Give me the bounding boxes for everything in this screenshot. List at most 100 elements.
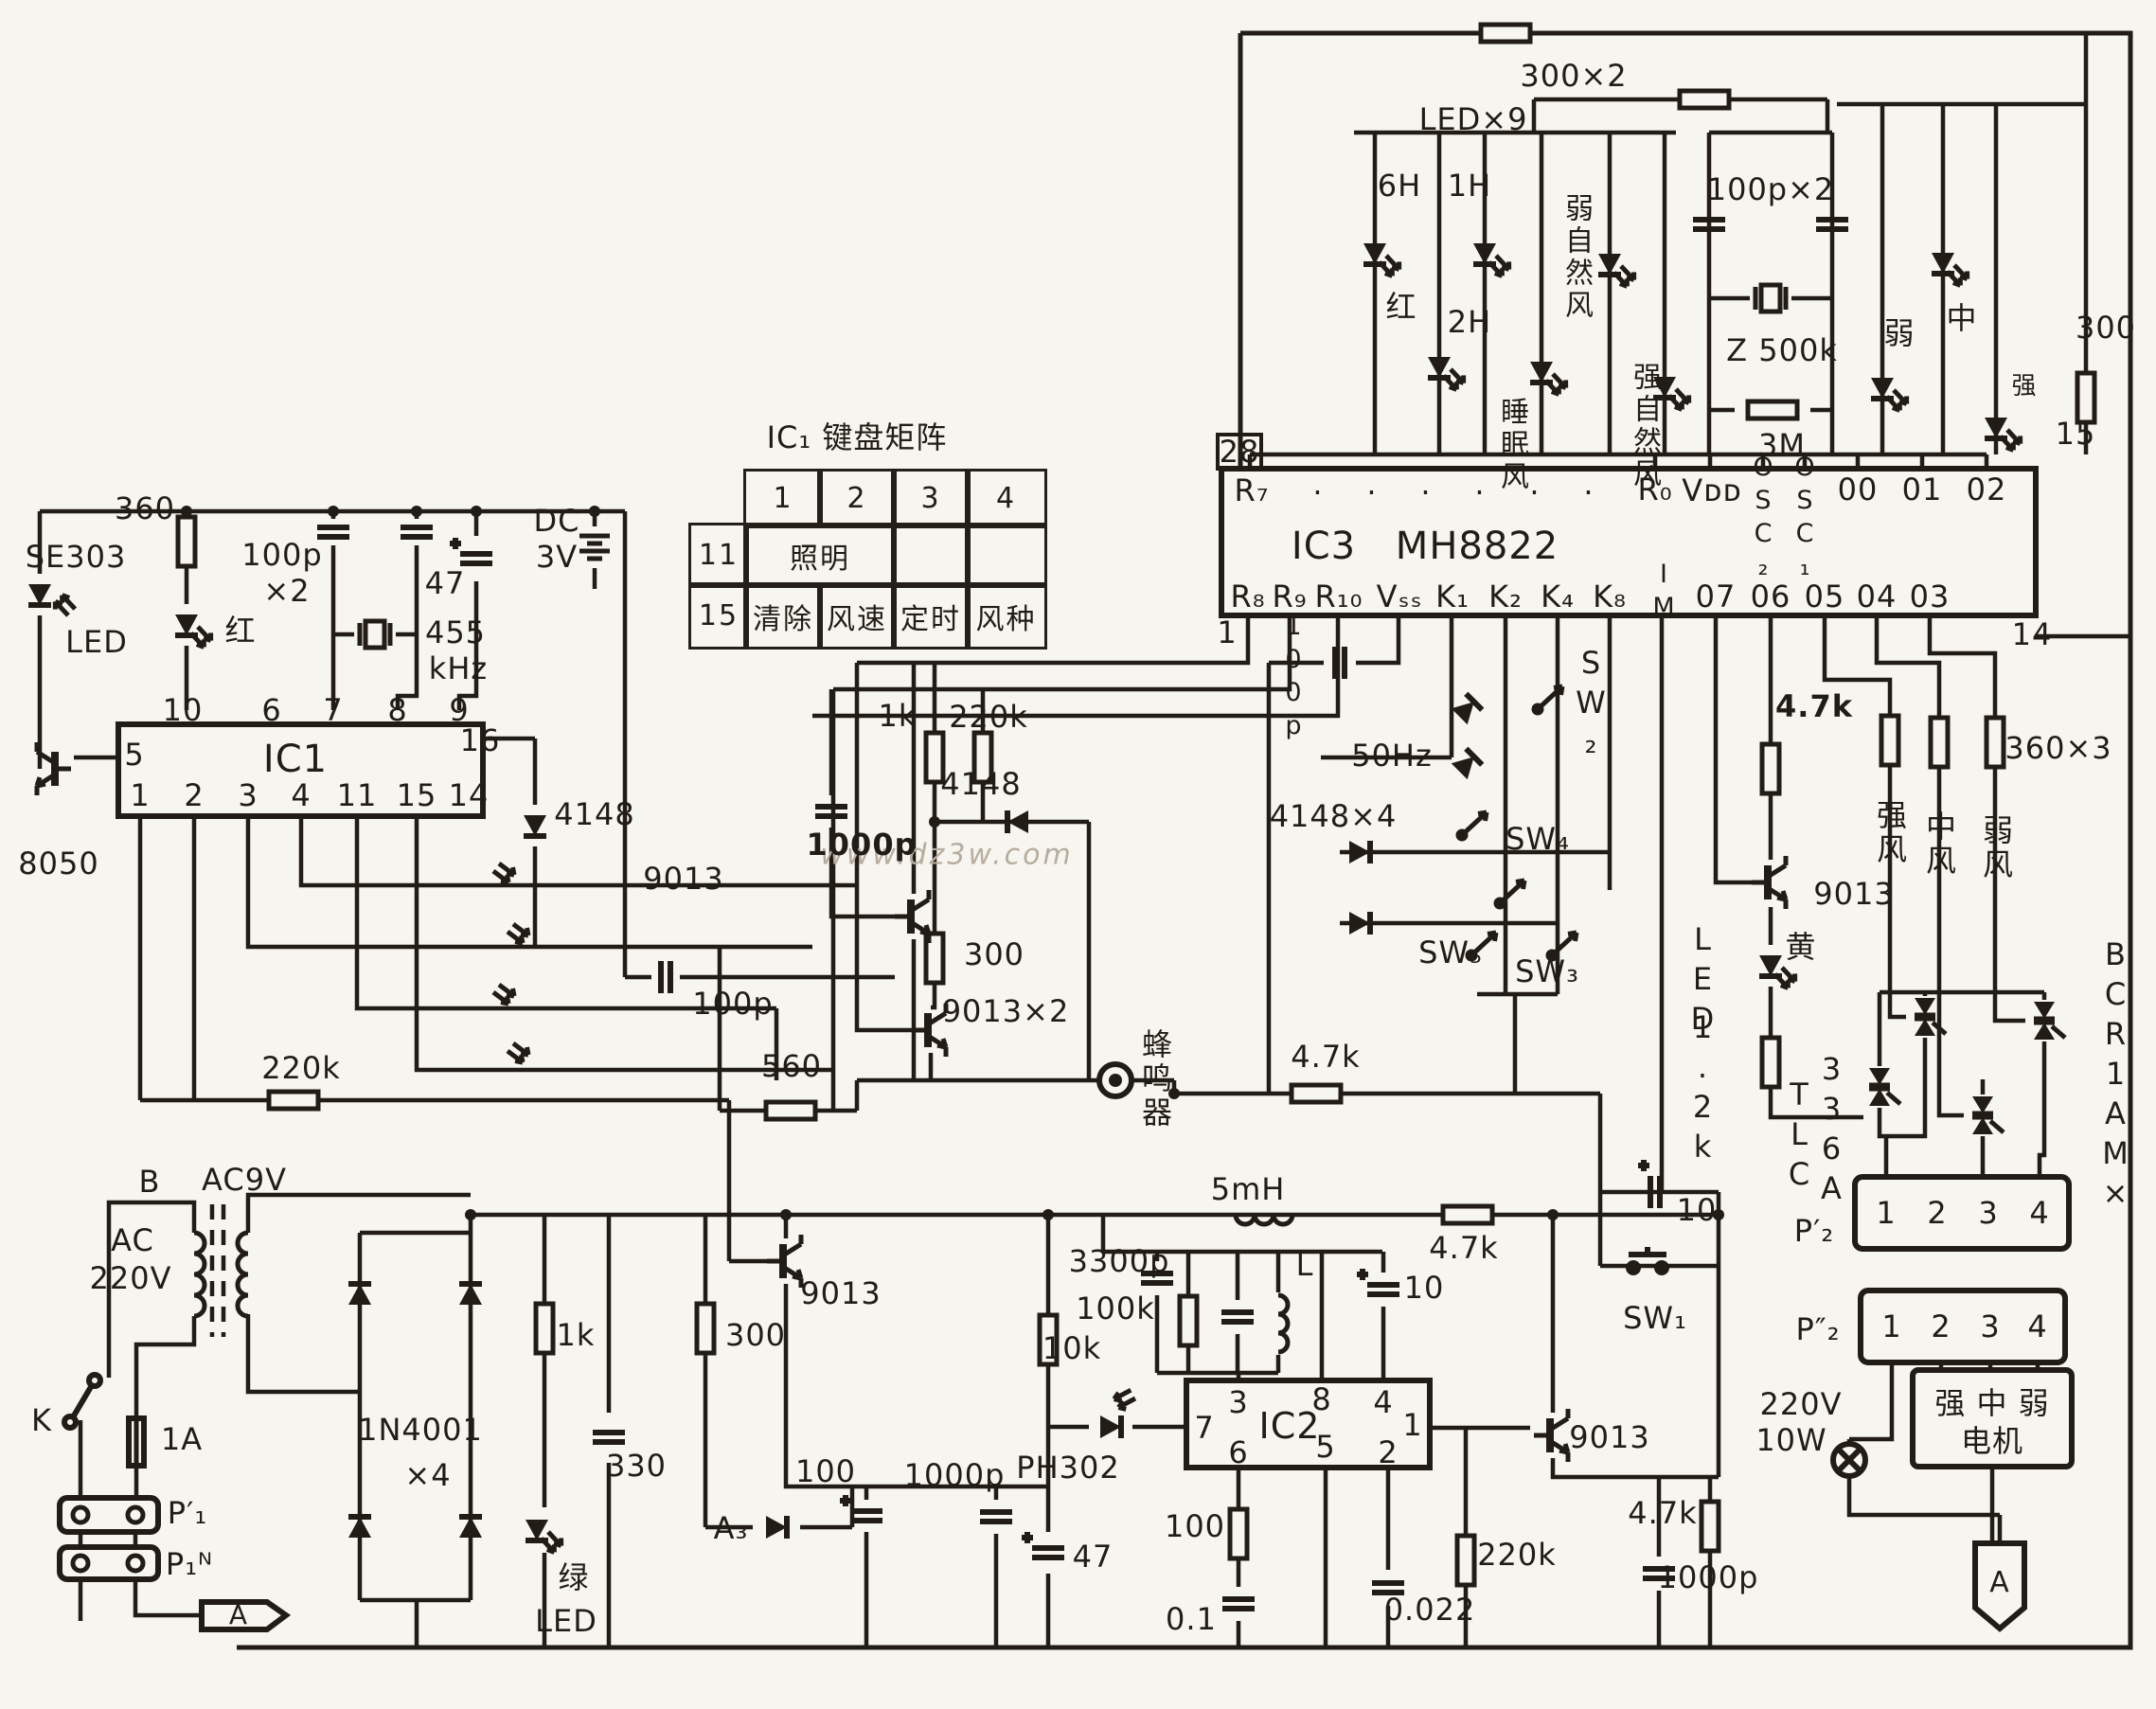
res-3m-label: 3M xyxy=(1758,427,1806,463)
wires-bottom xyxy=(471,1212,1719,1647)
capacitor-tank xyxy=(1221,1312,1254,1322)
conn-a-2-label: A xyxy=(1989,1566,2010,1599)
res-4.7k-3-label: 4.7k xyxy=(1291,1039,1361,1075)
wire-segment xyxy=(209,1204,226,1337)
capacitor-100-3 xyxy=(840,1495,882,1521)
keyboard-matrix-title: IC₁ 键盘矩阵 xyxy=(766,419,948,455)
diode-a3 xyxy=(766,1516,787,1539)
led-1h xyxy=(1473,243,1511,276)
diode-1n4001-a xyxy=(348,1284,371,1305)
led-2h xyxy=(1530,362,1568,395)
led-6h xyxy=(1363,243,1401,276)
terminal xyxy=(70,1504,91,1525)
led-x9-label: LED×9 xyxy=(1418,101,1528,137)
triac-tlc336a xyxy=(1869,1068,1900,1106)
ic3-outline xyxy=(1219,466,2039,618)
ic3-nc-5: · xyxy=(1529,474,1541,510)
matrix-col-header: 2 xyxy=(817,469,897,528)
connector-p1-prime xyxy=(57,1495,161,1535)
ir-emission-arrow-1 xyxy=(493,863,514,882)
ic3-pin-im: IM xyxy=(1648,560,1679,626)
terminal xyxy=(125,1553,146,1574)
batt-dc-label: DC xyxy=(533,503,580,539)
buzzer xyxy=(1099,1064,1131,1096)
transformer-ac9v-label: AC9V xyxy=(202,1162,287,1198)
cap-100p-sw-label: 100p xyxy=(1278,612,1309,744)
ic3-pin-r10: R₁₀ xyxy=(1314,579,1363,614)
wire-segment xyxy=(328,506,339,517)
led-red-top-label: 红 xyxy=(1385,289,1417,325)
res-10k-label: 10k xyxy=(1042,1330,1102,1366)
q-9013-3-label: 9013 xyxy=(1813,876,1895,912)
ic2-pin8: 8 xyxy=(1311,1381,1332,1417)
matrix-col-header: 4 xyxy=(965,469,1047,528)
resistor-4.7k-3 xyxy=(1292,1085,1341,1102)
ic3-part: MH8822 xyxy=(1395,525,1559,568)
diode-1n4001-d xyxy=(459,1517,482,1538)
cap-100p-x2-left-label: ×2 xyxy=(263,573,311,609)
led-green-label: 绿 xyxy=(558,1559,590,1595)
conn-p2pp-2: 2 xyxy=(1931,1308,1951,1344)
res-300x2-label: 300×2 xyxy=(1520,58,1628,94)
bridge-x4-label: ×4 xyxy=(404,1457,452,1493)
matrix-cell-empty xyxy=(891,523,971,588)
connector-p1-n xyxy=(57,1544,161,1582)
conn-p2pp-1: 1 xyxy=(1881,1308,1902,1344)
ic2-pin3: 3 xyxy=(1228,1384,1249,1420)
ac-label: AC xyxy=(111,1222,154,1258)
ic1-pin7: 7 xyxy=(323,692,344,728)
capacitor-100p-3 xyxy=(661,961,670,993)
ic3-pin1: 1 xyxy=(1217,614,1238,650)
triac-tlc-label: TLC xyxy=(1781,1077,1817,1196)
diode-4148x4-c xyxy=(1452,694,1483,725)
transformer-primary-coil xyxy=(194,1233,205,1316)
ic3-pin-01: 01 xyxy=(1901,472,1943,507)
wire-segment xyxy=(471,1212,1719,1647)
resistor-360x3-a xyxy=(1881,716,1898,765)
res-4.7k-2-label: 4.7k xyxy=(1775,688,1853,724)
wire-segment xyxy=(1245,615,2130,639)
resistor-4.7k-2 xyxy=(1762,744,1779,793)
connector-a-arrow-right xyxy=(1972,1540,2027,1632)
ic3-pin-06: 06 xyxy=(1750,579,1791,614)
transistor-9013-3 xyxy=(1752,856,1786,909)
q-8050-label: 8050 xyxy=(18,846,99,881)
led-strong-natural-label: 强自然风 xyxy=(1628,362,1661,490)
ic3-name: IC3 xyxy=(1291,525,1357,568)
transistor-9013-5 xyxy=(1534,1409,1568,1462)
resistor-300-2 xyxy=(697,1304,714,1353)
cap-100p-3-label: 100p xyxy=(692,986,774,1022)
conn-p2p-3: 3 xyxy=(1978,1195,1999,1231)
sw3-label: SW₃ xyxy=(1515,953,1579,989)
res-4.7k-5-label: 4.7k xyxy=(1628,1495,1698,1531)
transistor-8050 xyxy=(37,742,71,795)
wind-strong-label: 强风 xyxy=(1872,799,1908,867)
wire-segment xyxy=(181,506,192,517)
led-green xyxy=(526,1520,563,1553)
wires-bottom-left xyxy=(78,1192,855,1647)
cap-10-1-label: 10 xyxy=(1676,1192,1718,1228)
capacitor-10-1 xyxy=(1638,1160,1660,1208)
led-right-label: LED xyxy=(1684,921,1720,1041)
ic3-pin-05: 05 xyxy=(1804,579,1845,614)
resistor-1.2k xyxy=(1762,1038,1779,1087)
res-220k-1-label: 220k xyxy=(261,1050,341,1086)
xtal-khz-label: kHz xyxy=(428,650,489,686)
resistor-220k-3 xyxy=(1457,1536,1474,1585)
ic3-nc-4: · xyxy=(1474,474,1486,510)
ic1-outline xyxy=(116,721,486,819)
led-red-left-label: 红 xyxy=(224,613,257,649)
led-yellow-label: 黄 xyxy=(1785,929,1817,965)
ic2-pin2: 2 xyxy=(1378,1434,1399,1470)
matrix-cell-light: 照明 xyxy=(743,523,897,588)
ic2-pin5: 5 xyxy=(1315,1429,1336,1465)
res-360x3-label: 360×3 xyxy=(2005,730,2112,766)
ic3-pin28-box xyxy=(1216,433,1263,471)
motor-speeds-label: 强 中 弱 xyxy=(1934,1385,2050,1421)
ic2-pin7: 7 xyxy=(1194,1410,1215,1446)
wire-segment xyxy=(929,816,940,828)
res-300-2-label: 300 xyxy=(724,1317,787,1353)
wire-segment xyxy=(1547,1209,1559,1220)
ind-5mh-label: 5mH xyxy=(1210,1171,1286,1207)
ic1-pin9: 9 xyxy=(449,692,470,728)
